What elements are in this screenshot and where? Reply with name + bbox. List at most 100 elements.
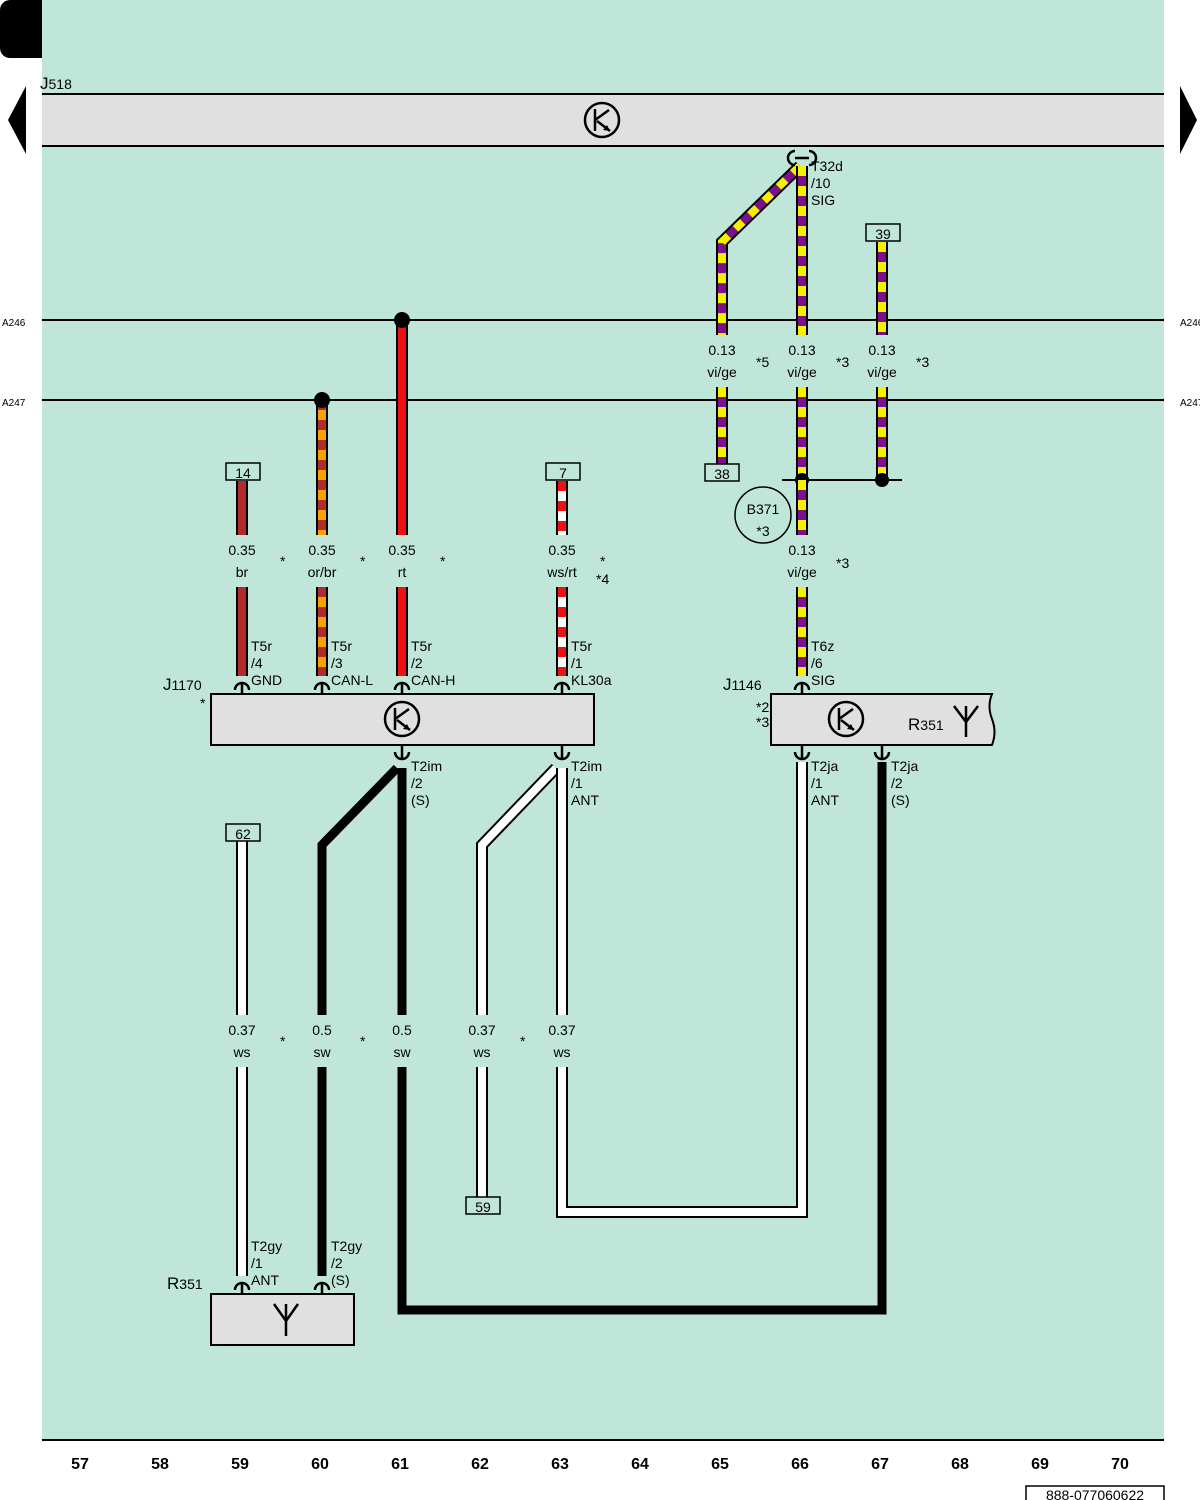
- arrow-left-icon[interactable]: [8, 86, 26, 154]
- connector-label-t2ja2: T2ja /2 (S): [891, 758, 918, 808]
- control-unit-icon: [383, 700, 421, 738]
- svg-text:ws: ws: [472, 1044, 490, 1060]
- svg-text:T2gy: T2gy: [331, 1238, 362, 1254]
- connector-label-t2gy2: T2gy /2 (S): [331, 1238, 362, 1288]
- svg-text:rt: rt: [398, 564, 407, 580]
- svg-text:T32d: T32d: [811, 158, 843, 174]
- control-unit-icon: [583, 101, 621, 139]
- rail-a246-right: A246: [1180, 318, 1200, 329]
- svg-text:vi/ge: vi/ge: [707, 364, 737, 380]
- ref-box-14[interactable]: 14: [225, 462, 261, 481]
- b371-label: B371: [747, 501, 780, 517]
- svg-text:0.13: 0.13: [868, 342, 895, 358]
- column-number: 69: [1031, 1456, 1049, 1473]
- column-number: 60: [311, 1456, 329, 1473]
- svg-text:/4: /4: [251, 655, 263, 671]
- wire-label-w61a: 0.35 rt *: [388, 542, 446, 580]
- svg-text:T5r: T5r: [411, 638, 432, 654]
- svg-text:/2: /2: [891, 775, 903, 791]
- pin-symbols-bottom: [393, 745, 891, 761]
- svg-text:*5: *5: [756, 354, 769, 370]
- svg-text:0.35: 0.35: [388, 542, 415, 558]
- svg-text:0.5: 0.5: [392, 1022, 412, 1038]
- svg-text:ANT: ANT: [571, 792, 599, 808]
- j1146-unit: [770, 693, 996, 746]
- column-number: 61: [391, 1456, 409, 1473]
- ref-box-7[interactable]: 7: [545, 462, 581, 481]
- b371-footnote: *3: [756, 523, 769, 539]
- ref-box-38[interactable]: 38: [704, 463, 740, 482]
- connector-label-t5r2: T5r /2 CAN-H: [411, 638, 455, 688]
- ref-box-62[interactable]: 62: [225, 823, 261, 842]
- svg-text:39: 39: [875, 226, 891, 242]
- rail-a247-right: A247: [1180, 398, 1200, 409]
- connector-label-t32d: T32d /10 SIG: [811, 158, 843, 208]
- svg-text:CAN-H: CAN-H: [411, 672, 455, 688]
- svg-text:0.37: 0.37: [548, 1022, 575, 1038]
- r351-unit: [210, 1293, 355, 1346]
- wire-label-w61b: 0.5 sw: [392, 1022, 412, 1060]
- svg-text:T5r: T5r: [331, 638, 352, 654]
- svg-text:T2ja: T2ja: [811, 758, 838, 774]
- svg-text:62: 62: [235, 826, 251, 842]
- svg-text:vi/ge: vi/ge: [867, 364, 897, 380]
- j1146-footnote: *3: [756, 714, 769, 730]
- j1170-footnote: *: [200, 695, 206, 711]
- svg-text:GND: GND: [251, 672, 282, 688]
- wire-label-w59a: 0.35 br *: [228, 542, 286, 580]
- wire-ws-col63: [556, 762, 808, 1218]
- splice-node: [314, 392, 330, 408]
- column-number: 68: [951, 1456, 969, 1473]
- connector-label-t2gy1: T2gy /1 ANT: [251, 1238, 282, 1288]
- svg-text:(S): (S): [331, 1272, 350, 1288]
- j518-label: J518: [40, 74, 72, 93]
- wire-ws-col62: [476, 763, 561, 1197]
- svg-text:0.5: 0.5: [312, 1022, 332, 1038]
- pin-symbols-r351: [233, 1281, 331, 1294]
- ref-box-59[interactable]: 59: [465, 1196, 501, 1215]
- column-number: 64: [631, 1456, 649, 1473]
- wire-label-w66a: 0.13 vi/ge *3: [787, 342, 849, 380]
- svg-text:CAN-L: CAN-L: [331, 672, 373, 688]
- wire-label-w60b: 0.5 sw *: [312, 1022, 366, 1060]
- svg-text:SIG: SIG: [811, 192, 835, 208]
- wire-label-w62b: 0.37 ws *: [468, 1022, 526, 1060]
- svg-text:T2ja: T2ja: [891, 758, 918, 774]
- svg-text:ws: ws: [232, 1044, 250, 1060]
- connector-label-t2ja1: T2ja /1 ANT: [811, 758, 839, 808]
- connector-label-t5r4: T5r /4 GND: [251, 638, 282, 688]
- svg-text:T2im: T2im: [411, 758, 442, 774]
- wire-sw-col61: [397, 762, 887, 1315]
- svg-text:ws: ws: [552, 1044, 570, 1060]
- svg-text:ws/rt: ws/rt: [546, 564, 577, 580]
- svg-text:T5r: T5r: [251, 638, 272, 654]
- r351-label: R351: [167, 1274, 203, 1293]
- svg-text:7: 7: [559, 465, 567, 481]
- svg-text:SIG: SIG: [811, 672, 835, 688]
- column-number: 58: [151, 1456, 169, 1473]
- splice-node: [394, 312, 410, 328]
- wire-label-w60a: 0.35 or/br *: [308, 542, 366, 580]
- svg-text:38: 38: [714, 466, 730, 482]
- wire-label-w67: 0.13 vi/ge *3: [867, 342, 929, 380]
- svg-text:T5r: T5r: [571, 638, 592, 654]
- column-number: 67: [871, 1456, 889, 1473]
- control-unit-icon: [827, 700, 865, 738]
- svg-text:*3: *3: [836, 555, 849, 571]
- svg-text:/2: /2: [411, 775, 423, 791]
- svg-text:0.35: 0.35: [308, 542, 335, 558]
- arrow-right-icon[interactable]: [1180, 86, 1197, 154]
- wire-label-w63a: 0.35 ws/rt * *4: [546, 542, 609, 587]
- wire-label-w63b: 0.37 ws: [548, 1022, 575, 1060]
- ref-box-39[interactable]: 39: [865, 223, 901, 242]
- svg-text:sw: sw: [393, 1044, 411, 1060]
- svg-text:T6z: T6z: [811, 638, 834, 654]
- svg-text:vi/ge: vi/ge: [787, 364, 817, 380]
- svg-text:/10: /10: [811, 175, 831, 191]
- svg-text:(S): (S): [411, 792, 430, 808]
- connector-label-t2im1: T2im /1 ANT: [571, 758, 602, 808]
- b371-splice: [734, 486, 792, 544]
- svg-text:(S): (S): [891, 792, 910, 808]
- svg-text:*3: *3: [916, 354, 929, 370]
